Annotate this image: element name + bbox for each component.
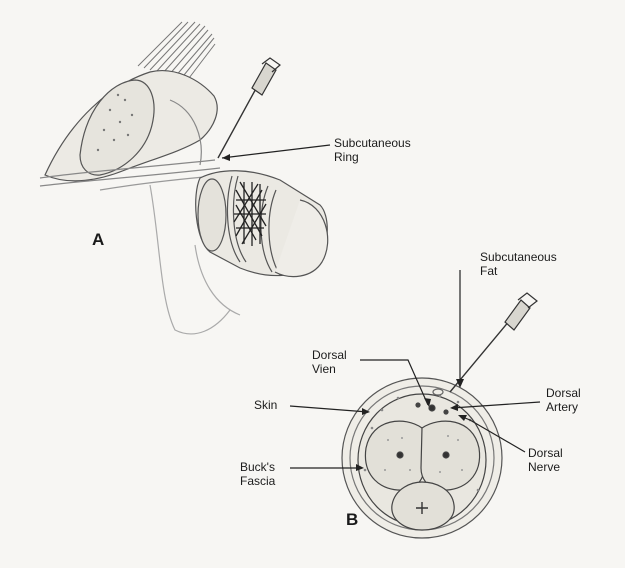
corpus-cavernosum-right (421, 421, 480, 490)
label-line: Subcutaneous (480, 250, 557, 264)
label-dorsal-vien: Dorsal Vien (312, 348, 347, 376)
label-line: Subcutaneous (334, 136, 411, 150)
panel-a-illustration (40, 22, 328, 334)
label-bucks-fascia: Buck's Fascia (240, 460, 275, 488)
label-line: Dorsal (546, 386, 581, 400)
label-line: Dorsal (528, 446, 563, 460)
corpus-spongiosum (392, 482, 454, 530)
panel-label-b: B (346, 510, 358, 530)
label-line: Buck's (240, 460, 275, 474)
label-line: Nerve (528, 460, 563, 474)
label-line: Dorsal (312, 348, 347, 362)
leader-subcutaneous-ring (222, 145, 330, 158)
label-subcutaneous-fat: Subcutaneous Fat (480, 250, 557, 278)
label-line: Vien (312, 362, 347, 376)
label-skin: Skin (254, 398, 277, 412)
label-line: Artery (546, 400, 581, 414)
label-dorsal-artery: Dorsal Artery (546, 386, 581, 414)
label-subcutaneous-ring: Subcutaneous Ring (334, 136, 411, 164)
needle-b (450, 293, 537, 392)
panel-label-a: A (92, 230, 104, 250)
needle-a (218, 58, 280, 158)
dorsal-vein (429, 405, 435, 411)
label-line: Fascia (240, 474, 275, 488)
label-line: Ring (334, 150, 411, 164)
panel-b-illustration (342, 293, 537, 538)
label-dorsal-nerve: Dorsal Nerve (528, 446, 563, 474)
corpus-cavernosum-left (365, 421, 424, 490)
label-line: Fat (480, 264, 557, 278)
